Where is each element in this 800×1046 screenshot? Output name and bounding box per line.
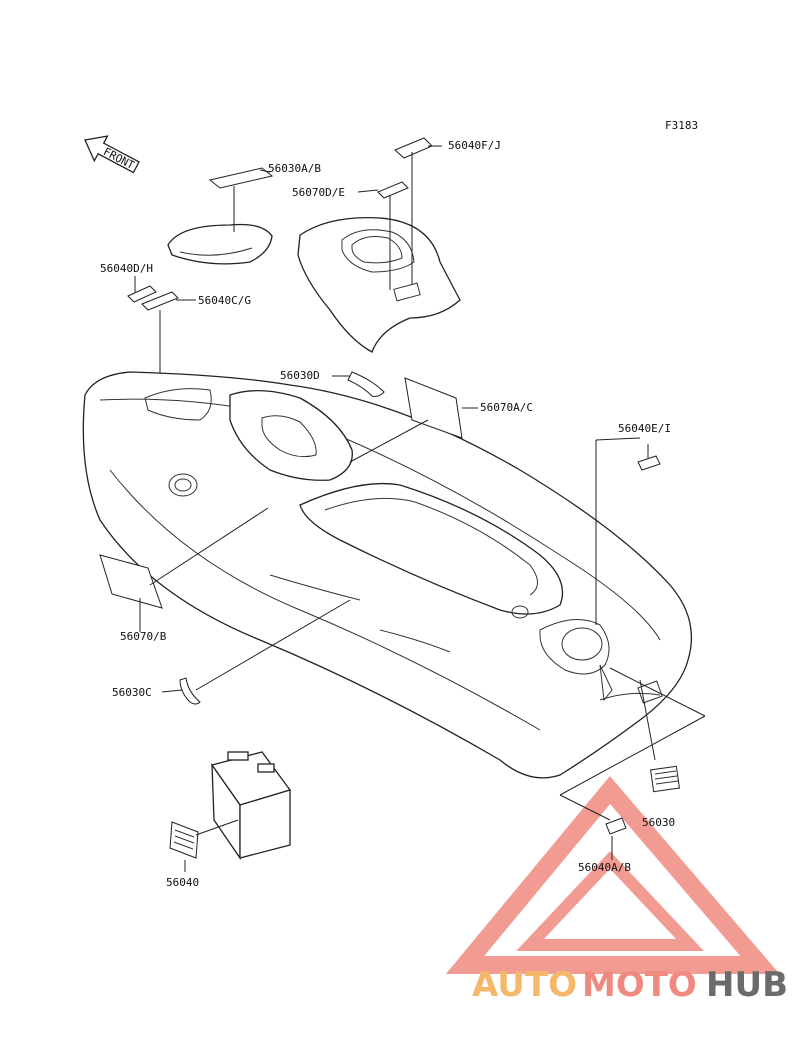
watermark-auto: AUTO <box>472 965 577 1005</box>
label-56040ei: 56040E/I <box>618 422 671 435</box>
label-56070ac: 56070A/C <box>480 401 533 414</box>
watermark-text: AUTO MOTO HUB <box>472 965 788 1005</box>
label-56040cg: 56040C/G <box>198 294 251 307</box>
figure-code: F3183 <box>665 119 698 132</box>
label-56040dh: 56040D/H <box>100 262 153 275</box>
label-56030d: 56030D <box>280 369 320 382</box>
label-56030ab: 56030A/B <box>268 162 321 175</box>
decal-56070ac <box>404 377 463 439</box>
decal-56040ab <box>605 817 627 835</box>
label-56040fj: 56040F/J <box>448 139 501 152</box>
label-56070b: 56070/B <box>120 630 167 643</box>
label-56040: 56040 <box>166 876 199 889</box>
label-56030: 56030 <box>642 816 675 829</box>
decal-56070de <box>377 181 409 199</box>
battery-part <box>210 751 292 861</box>
watermark-moto: MOTO <box>582 965 697 1005</box>
decal-56040fj <box>394 137 433 159</box>
decal-56040ei <box>637 455 661 471</box>
decal-56030d <box>347 371 385 397</box>
decal-56040 <box>169 821 199 859</box>
label-56040ab: 56040A/B <box>578 861 631 874</box>
hood-part <box>297 137 461 353</box>
decal-56040cg <box>141 291 179 311</box>
seat-cushion-part <box>167 167 274 265</box>
decal-56030c <box>179 677 201 705</box>
watermark-logo <box>445 776 780 974</box>
hull-part <box>82 371 693 779</box>
front-arrow-icon: FRONT <box>84 135 140 174</box>
label-56030c: 56030C <box>112 686 152 699</box>
decal-56030ab <box>208 167 274 189</box>
label-56070de: 56070D/E <box>292 186 345 199</box>
decal-56030 <box>650 765 680 793</box>
decal-56040dh <box>127 285 157 303</box>
decal-56070b <box>99 554 163 609</box>
watermark-hub: HUB <box>706 965 788 1005</box>
front-label: FRONT <box>101 145 137 172</box>
